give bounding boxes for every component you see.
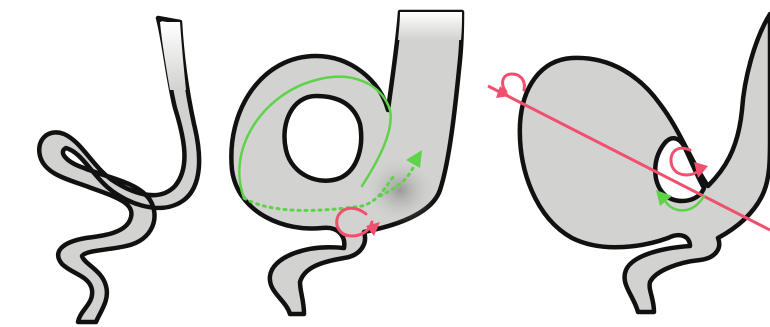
panel-3-body	[520, 14, 770, 312]
panel-2	[231, 12, 462, 314]
panel-3	[488, 14, 770, 312]
panel-1	[39, 18, 199, 322]
panel-3-axis-arrow	[503, 74, 525, 92]
panel-2-hole	[284, 96, 361, 181]
panel-2-fade	[398, 12, 462, 40]
